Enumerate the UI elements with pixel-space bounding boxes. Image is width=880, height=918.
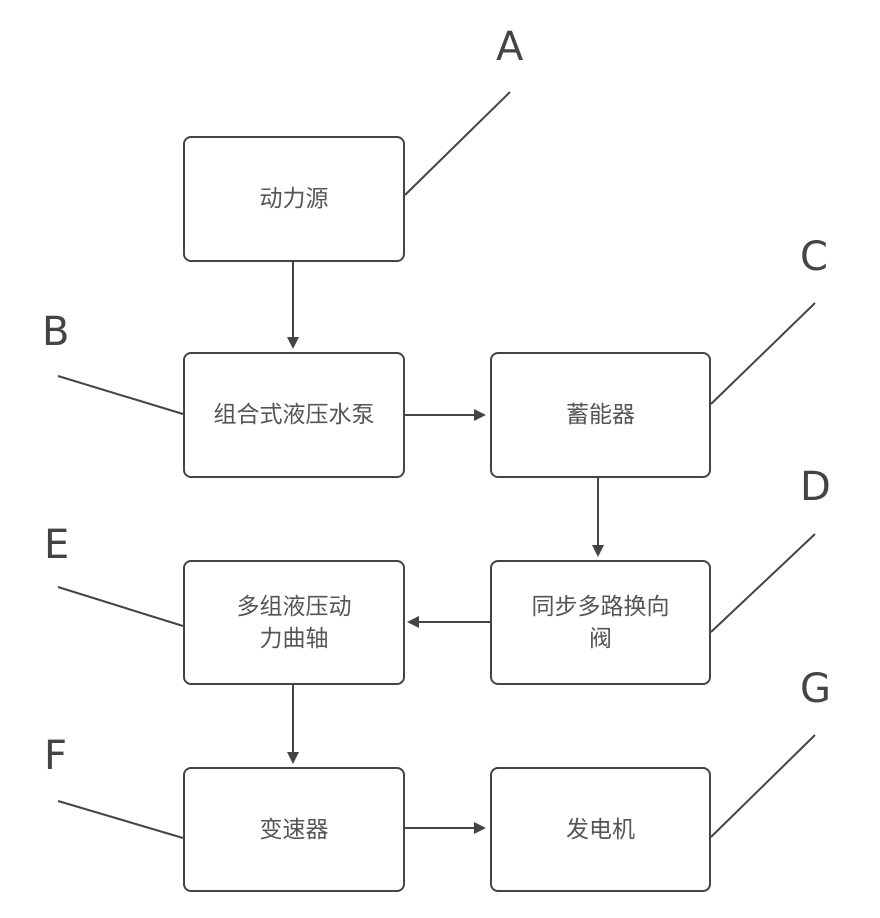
box-accumulator: 蓄能器 [490, 352, 711, 478]
box-accumulator-label: 蓄能器 [566, 399, 635, 431]
box-generator: 发电机 [490, 767, 711, 892]
label-g: G [800, 666, 831, 712]
box-sync-valve: 同步多路换向阀 [490, 560, 711, 685]
leader-line-b [58, 376, 183, 414]
box-generator-label: 发电机 [566, 814, 635, 846]
box-combined-pump: 组合式液压水泵 [183, 352, 405, 478]
box-crankshaft-label: 多组液压动力曲轴 [229, 591, 359, 655]
box-combined-pump-label: 组合式液压水泵 [214, 399, 375, 431]
box-gearbox-label: 变速器 [260, 814, 329, 846]
box-power-source: 动力源 [183, 136, 405, 262]
leader-line-a [405, 92, 510, 195]
label-c: C [800, 234, 828, 280]
box-sync-valve-label: 同步多路换向阀 [526, 591, 676, 655]
label-b: B [42, 309, 69, 355]
label-d: D [800, 464, 831, 510]
box-gearbox: 变速器 [183, 767, 405, 892]
label-a: A [496, 24, 523, 70]
label-e: E [44, 522, 69, 568]
leader-line-d [711, 534, 815, 632]
leader-line-c [711, 303, 815, 404]
leader-line-e [58, 587, 183, 626]
label-f: F [44, 733, 67, 779]
box-crankshaft: 多组液压动力曲轴 [183, 560, 405, 685]
box-power-source-label: 动力源 [260, 183, 329, 215]
leader-line-g [711, 735, 815, 837]
leader-line-f [58, 801, 183, 838]
